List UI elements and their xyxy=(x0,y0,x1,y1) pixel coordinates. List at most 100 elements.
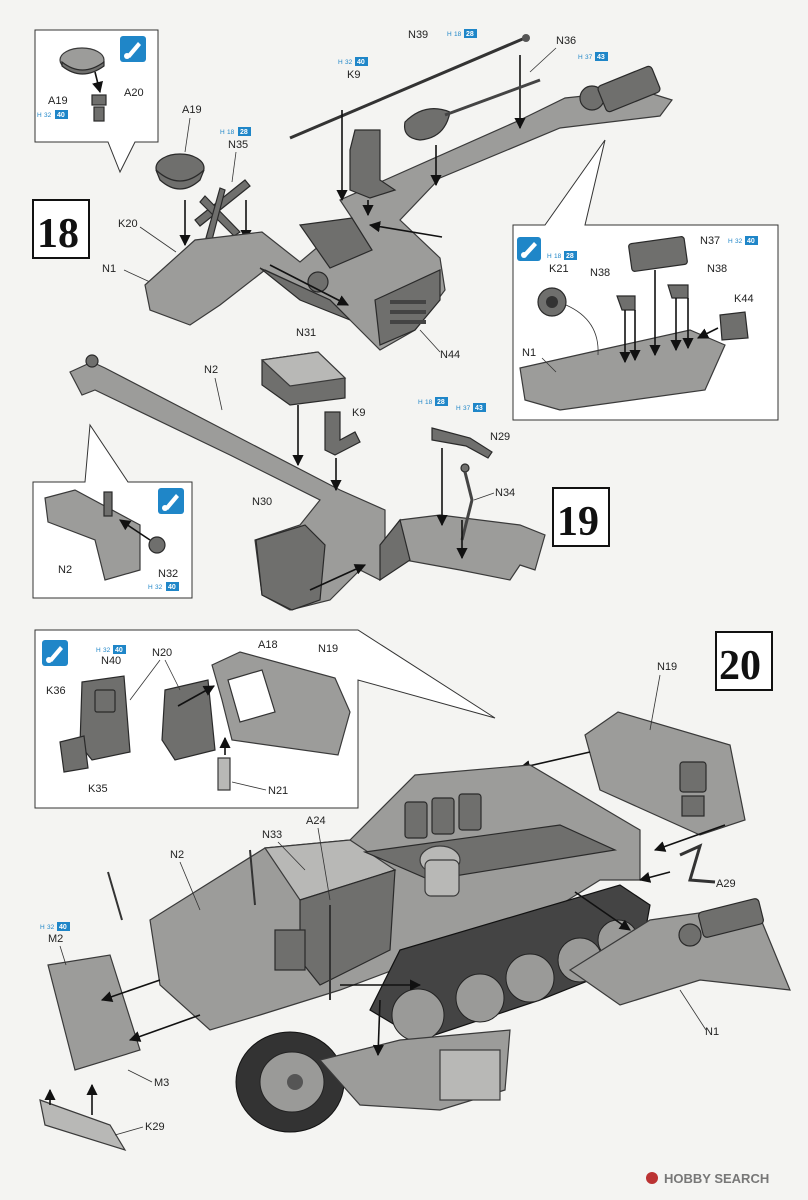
label-n21: N21 xyxy=(268,785,288,797)
svg-text:37: 37 xyxy=(463,405,471,412)
paint-icon xyxy=(158,488,184,514)
label-n38-b: N38 xyxy=(707,263,727,275)
label-a18: A18 xyxy=(258,639,278,651)
part-m2: H 32 40 M2 xyxy=(40,922,141,1071)
svg-text:32: 32 xyxy=(345,59,353,66)
svg-text:32: 32 xyxy=(44,112,52,119)
label-n1-inset: N1 xyxy=(522,347,536,359)
step-18-number-box: 18 xyxy=(32,199,90,259)
svg-text:H: H xyxy=(418,399,423,406)
label-n34: N34 xyxy=(495,487,515,499)
svg-text:32: 32 xyxy=(735,238,743,245)
svg-text:32: 32 xyxy=(103,647,111,654)
part-n30: N30 xyxy=(252,496,272,508)
step-19-number-box: 19 xyxy=(552,487,610,547)
part-n34: N34 xyxy=(460,463,515,541)
inset-n19-n20: H 32 40 N40 N20 A18 N19 K36 K35 N21 xyxy=(34,629,496,809)
svg-text:H: H xyxy=(338,59,343,66)
label-m2: M2 xyxy=(48,933,63,945)
label-a29: A29 xyxy=(716,878,736,890)
svg-text:43: 43 xyxy=(475,405,483,412)
step-20-number: 20 xyxy=(719,643,761,689)
svg-text:18: 18 xyxy=(425,399,433,406)
label-a24: A24 xyxy=(306,815,326,827)
label-n38-a: N38 xyxy=(590,267,610,279)
svg-text:28: 28 xyxy=(437,399,445,406)
svg-text:40: 40 xyxy=(357,59,365,66)
step-18-number: 18 xyxy=(37,211,79,257)
label-k9-s19: K9 xyxy=(352,407,365,419)
part-n31: N31 xyxy=(260,327,347,406)
part-k9-s18: K9 H 32 40 xyxy=(338,57,397,199)
svg-text:H: H xyxy=(728,238,733,245)
inset-n37-k44: N37 H 32 40 H 18 28 K21 N38 N38 K44 N1 xyxy=(512,139,779,421)
step-18: A19 A20 H 32 40 A19 N35 H 18 28 xyxy=(32,29,779,421)
label-a19: A19 xyxy=(182,104,202,116)
part-n2-s19 xyxy=(69,354,546,611)
label-n40: N40 xyxy=(101,655,121,667)
part-n35: N35 H 18 28 xyxy=(194,127,251,241)
label-n2-s19: N2 xyxy=(204,364,218,376)
part-a19: A19 xyxy=(155,104,205,190)
label-n1-s20: N1 xyxy=(705,1026,719,1038)
svg-text:18: 18 xyxy=(227,129,235,136)
label-n39: N39 xyxy=(408,29,428,41)
svg-text:40: 40 xyxy=(747,238,755,245)
label-n44: N44 xyxy=(440,349,460,361)
inset-n2-n32: N2 N32 H 32 40 xyxy=(32,423,193,599)
svg-text:H: H xyxy=(37,112,42,119)
step-20-number-box: 20 xyxy=(715,631,773,691)
label-k21: K21 xyxy=(549,263,569,275)
inset-a19-a20: A19 A20 H 32 40 xyxy=(34,29,159,174)
watermark: HOBBY SEARCH xyxy=(646,1171,769,1186)
svg-text:40: 40 xyxy=(57,112,65,119)
step-20: H 32 40 N40 N20 A18 N19 K36 K35 N21 20 N… xyxy=(34,629,791,1152)
svg-text:H: H xyxy=(40,924,45,931)
label-n2-s20: N2 xyxy=(170,849,184,861)
svg-text:32: 32 xyxy=(47,924,55,931)
label-n32: N32 xyxy=(158,568,178,580)
front-mudguard xyxy=(318,1029,511,1111)
part-n1-s20: N1 xyxy=(568,898,791,1038)
label-k29: K29 xyxy=(145,1121,165,1133)
part-jack-s18 xyxy=(579,65,661,113)
part-n29: N29 H 18 28 H 37 43 xyxy=(418,397,510,459)
paint-icon xyxy=(120,36,146,62)
label-n19-inset: N19 xyxy=(318,643,338,655)
part-k29: K29 xyxy=(39,1099,165,1152)
svg-text:28: 28 xyxy=(566,253,574,260)
label-n2-inset: N2 xyxy=(58,564,72,576)
svg-text:H: H xyxy=(96,647,101,654)
svg-text:H: H xyxy=(547,253,552,260)
part-a29: A29 xyxy=(679,843,736,890)
label-n30: N30 xyxy=(252,496,272,508)
svg-text:40: 40 xyxy=(168,584,176,591)
front-wheel xyxy=(235,1031,345,1133)
label-n19: N19 xyxy=(657,661,677,673)
part-n1-s18 xyxy=(144,89,673,351)
watermark-brand: HOBBY SEARCH xyxy=(664,1171,769,1186)
svg-text:18: 18 xyxy=(454,31,462,38)
part-n19: N19 xyxy=(584,661,746,836)
paint-icon xyxy=(517,237,541,261)
label-n37: N37 xyxy=(700,235,720,247)
label-n36: N36 xyxy=(556,35,576,47)
svg-text:18: 18 xyxy=(554,253,562,260)
label-a20-inset: A20 xyxy=(124,87,144,99)
label-n33: N33 xyxy=(262,829,282,841)
label-k36: K36 xyxy=(46,685,66,697)
svg-text:43: 43 xyxy=(597,54,605,61)
svg-text:40: 40 xyxy=(115,647,123,654)
label-n35: N35 xyxy=(228,139,248,151)
label-n29: N29 xyxy=(490,431,510,443)
svg-text:H: H xyxy=(456,405,461,412)
svg-text:H: H xyxy=(578,54,583,61)
svg-text:37: 37 xyxy=(585,54,593,61)
paint-icon xyxy=(42,640,68,666)
step-19-number: 19 xyxy=(557,499,599,545)
svg-text:28: 28 xyxy=(240,129,248,136)
label-n1-s18: N1 xyxy=(102,263,116,275)
svg-text:H: H xyxy=(220,129,225,136)
label-n20: N20 xyxy=(152,647,172,659)
